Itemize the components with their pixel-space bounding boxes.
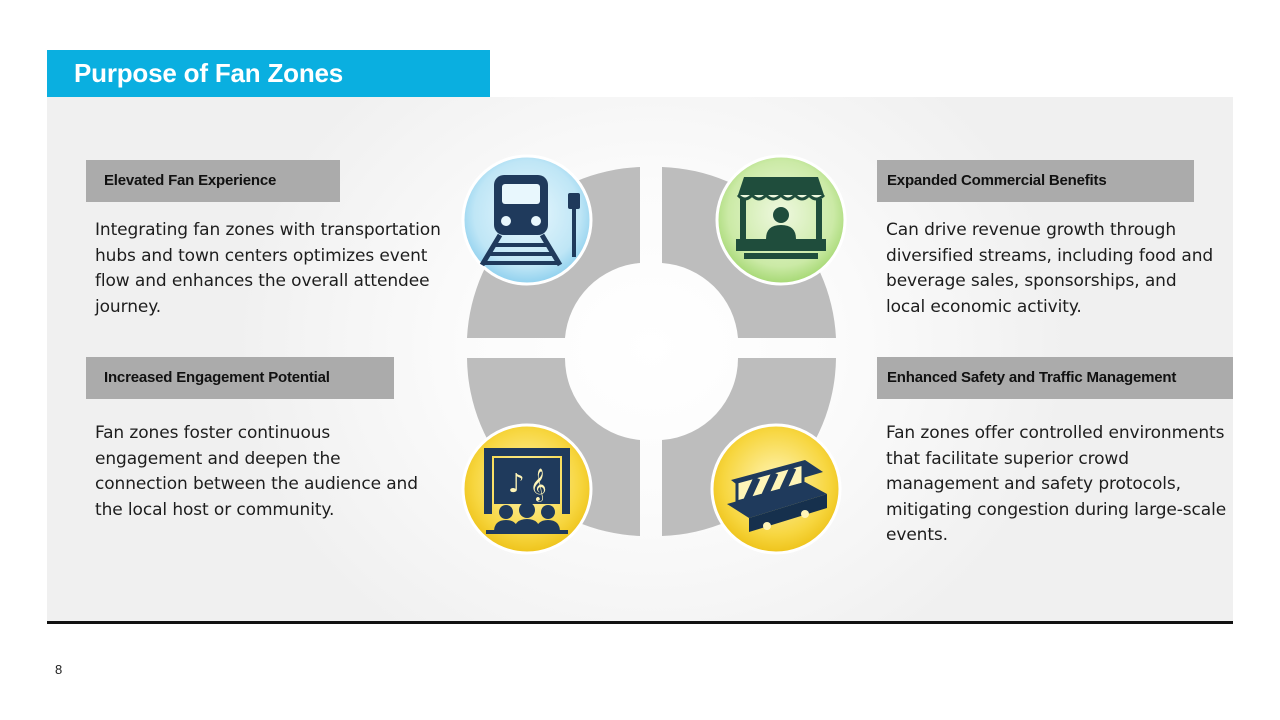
text-increased-engagement-potential: Fan zones foster continuous engagement a… bbox=[95, 423, 418, 520]
svg-text:𝄞: 𝄞 bbox=[530, 468, 547, 502]
page-number: 8 bbox=[55, 662, 63, 677]
svg-text:♪: ♪ bbox=[508, 469, 525, 499]
heading-elevated-fan-experience: Elevated Fan Experience bbox=[86, 160, 340, 202]
footer-rule bbox=[47, 621, 1233, 624]
traffic-barrier-icon bbox=[710, 423, 842, 555]
market-stall-icon bbox=[715, 154, 847, 286]
heading-expanded-commercial-benefits: Expanded Commercial Benefits bbox=[877, 160, 1194, 202]
heading-enhanced-safety: Enhanced Safety and Traffic Management bbox=[877, 357, 1233, 399]
text-enhanced-safety: Fan zones offer controlled environments … bbox=[886, 423, 1227, 545]
train-icon bbox=[461, 154, 593, 286]
slide-title: Purpose of Fan Zones bbox=[47, 50, 490, 97]
heading-increased-engagement-potential: Increased Engagement Potential bbox=[86, 357, 394, 399]
text-expanded-commercial-benefits: Can drive revenue growth through diversi… bbox=[886, 220, 1214, 317]
text-elevated-fan-experience: Integrating fan zones with transportatio… bbox=[95, 220, 441, 317]
concert-stage-icon: ♪ 𝄞 bbox=[461, 423, 593, 555]
